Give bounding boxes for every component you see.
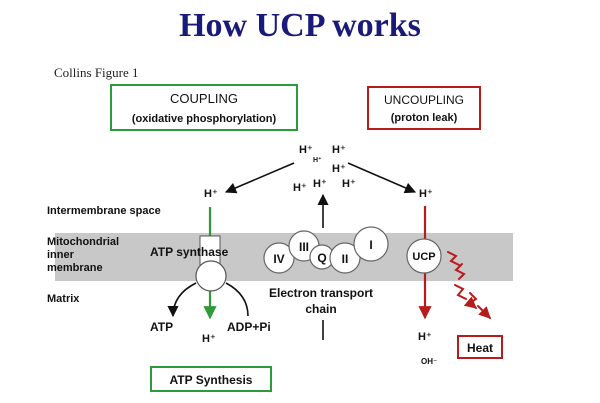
hydroxide-label: OH⁻ — [421, 357, 437, 366]
coupling-box: COUPLING (oxidative phosphorylation) — [110, 84, 298, 131]
matrix-label: Matrix — [47, 293, 80, 305]
proton-label-matrix-right: H⁺ — [418, 331, 432, 343]
ucp-channel: UCP — [406, 238, 442, 274]
membrane-label-3: membrane — [47, 262, 103, 274]
membrane-label-1: Mitochondrial — [47, 236, 119, 248]
proton-label: H⁺ — [313, 178, 327, 190]
ucp-label: UCP — [412, 251, 435, 263]
heat-label: Heat — [467, 341, 493, 355]
adp-label: ADP+Pi — [227, 320, 271, 334]
atp-synthesis-box: ATP Synthesis — [150, 366, 272, 392]
complex-i — [353, 226, 389, 262]
proton-label-small: H⁺ — [313, 156, 322, 164]
coupling-title: COUPLING — [170, 91, 238, 106]
proton-label-left: H⁺ — [204, 188, 218, 200]
proton-label: H⁺ — [332, 163, 346, 175]
atp-synthesis-label: ATP Synthesis — [170, 373, 253, 387]
proton-cluster: H⁺ H⁺ H⁺ H⁺ H⁺ H⁺ H⁺ — [293, 144, 356, 194]
proton-label-matrix-left: H⁺ — [202, 333, 216, 345]
complex-iv — [263, 242, 295, 274]
proton-label: H⁺ — [293, 182, 307, 194]
proton-label-right: H⁺ — [419, 188, 433, 200]
intermembrane-label: Intermembrane space — [47, 205, 161, 217]
proton-label: H⁺ — [299, 144, 313, 156]
complex-i-label: I — [369, 238, 372, 252]
etc-label-2: chain — [305, 302, 336, 316]
atp-curve-right — [225, 282, 249, 317]
uncoupling-box: UNCOUPLING (proton leak) — [367, 86, 481, 130]
proton-label: H⁺ — [332, 144, 346, 156]
uncoupling-title: UNCOUPLING — [384, 93, 464, 107]
uncoupling-subtitle: (proton leak) — [391, 112, 458, 124]
electron-transport-chain: IV III Q II I Electron transport chain — [263, 193, 389, 340]
atp-synthase: ATP synthase — [150, 235, 229, 292]
heat-squiggles — [447, 251, 491, 319]
figure-caption: Collins Figure 1 — [54, 65, 139, 80]
atp-label: ATP — [150, 320, 173, 334]
arrow-to-coupling — [224, 162, 295, 194]
etc-label-1: Electron transport — [269, 286, 373, 300]
proton-label: H⁺ — [342, 178, 356, 190]
coenzyme-q-label: Q — [317, 251, 326, 265]
heat-box: Heat — [457, 335, 503, 359]
complex-ii — [329, 242, 361, 274]
complex-ii-label: II — [342, 252, 349, 266]
atp-curve-left — [167, 282, 197, 318]
coupling-subtitle: (oxidative phosphorylation) — [132, 113, 277, 125]
membrane-label-2: inner — [47, 249, 75, 261]
atp-synthase-label: ATP synthase — [150, 245, 229, 259]
arrow-to-uncoupling — [347, 162, 417, 194]
page-title: How UCP works — [179, 7, 421, 44]
complex-iii-label: III — [299, 240, 309, 254]
complex-iv-label: IV — [273, 252, 284, 266]
